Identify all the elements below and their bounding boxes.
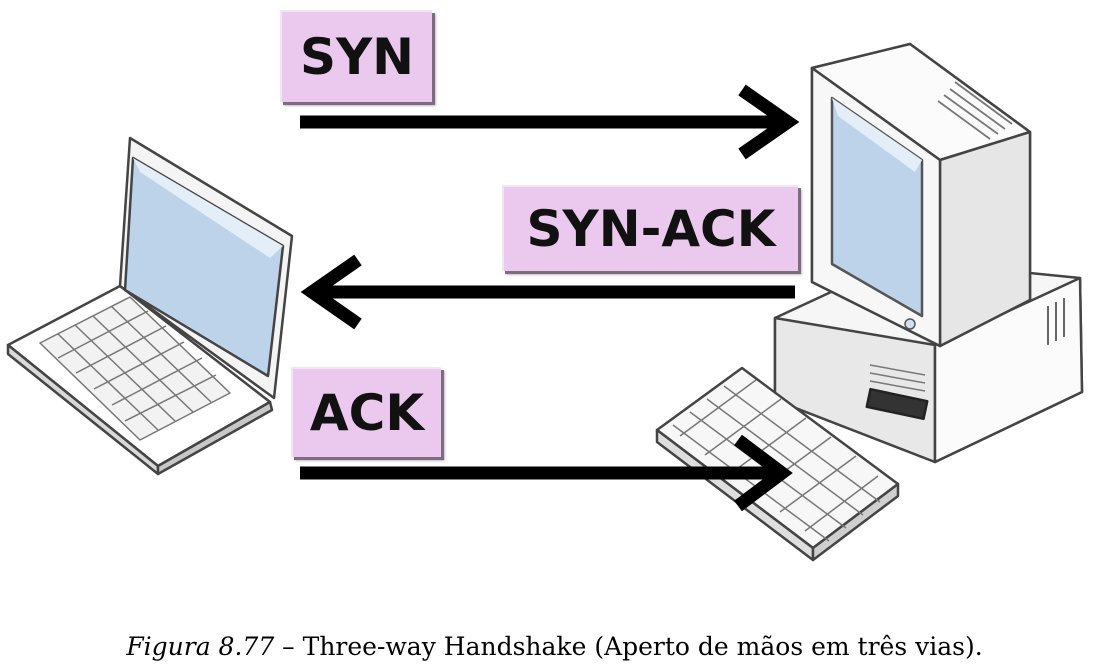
desktop-computer-icon	[773, 42, 1084, 464]
syn-ack-arrow	[300, 254, 795, 330]
figure-caption: Figura 8.77 – Three-way Handshake (Apert…	[0, 632, 1109, 661]
syn-arrow	[300, 84, 800, 160]
figure-number: Figura 8.77	[126, 632, 275, 661]
syn-label: SYN	[280, 10, 432, 102]
caption-separator: –	[274, 632, 303, 661]
handshake-diagram: SYN SYN-ACK ACK	[6, 10, 1084, 562]
ack-arrow	[300, 434, 793, 512]
syn-ack-label: SYN-ACK	[502, 185, 798, 271]
keyboard-icon	[655, 366, 900, 562]
ack-label: ACK	[291, 367, 441, 457]
laptop-icon	[6, 136, 294, 476]
caption-text: Three-way Handshake (Aperto de mãos em t…	[302, 632, 983, 661]
